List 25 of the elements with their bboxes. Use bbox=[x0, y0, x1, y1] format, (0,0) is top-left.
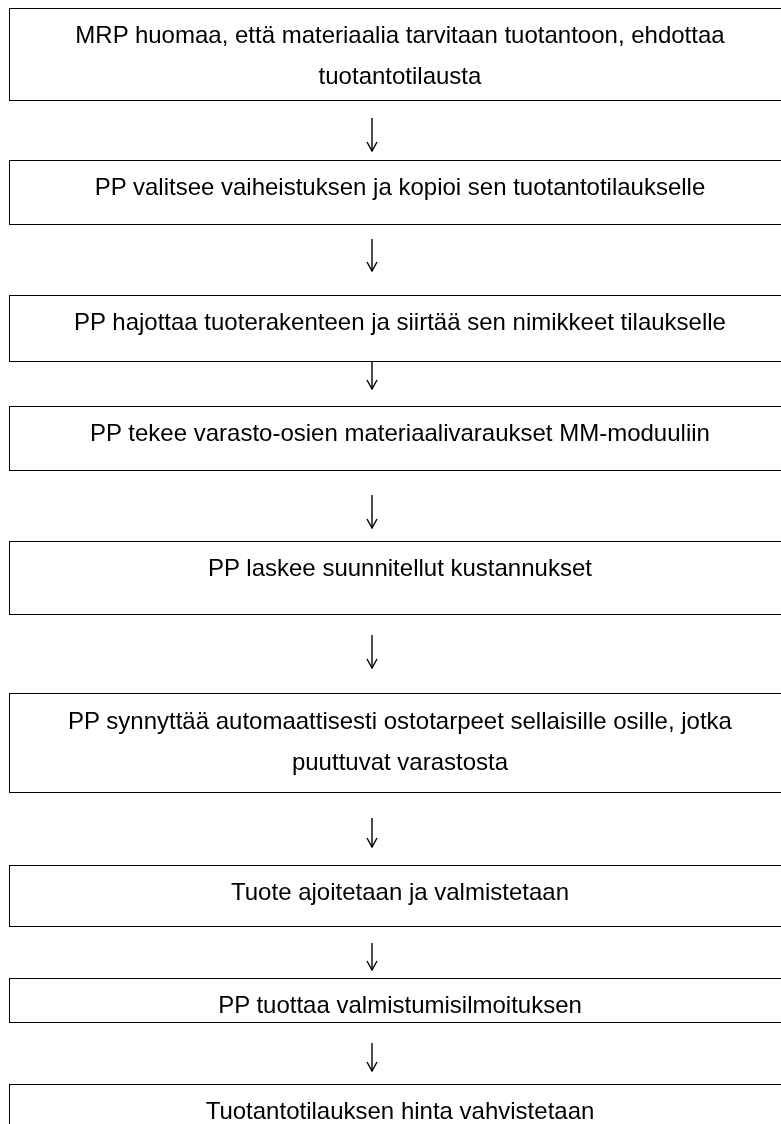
arrow bbox=[366, 942, 378, 971]
arrow bbox=[366, 361, 378, 390]
arrow bbox=[366, 634, 378, 669]
step-text: PP laskee suunnitellut kustannukset bbox=[207, 553, 593, 583]
arrow bbox=[366, 1042, 378, 1072]
step-text: PP synnyttää automaattisesti ostotarpeet sellaisille osille, jotka puuttuvat varastosta bbox=[67, 706, 733, 777]
step-text: PP valitsee vaiheistuksen ja kopioi sen tuotantotilaukselle bbox=[93, 172, 707, 202]
step-text: PP hajottaa tuoterakenteen ja siirtää sen nimikkeet tilaukselle bbox=[73, 307, 727, 337]
step-text: MRP huomaa, että materiaalia tarvitaan tuotantoon, ehdottaa tuotantotilausta bbox=[74, 20, 726, 91]
arrow bbox=[366, 117, 378, 152]
arrow bbox=[366, 238, 378, 272]
step-text: PP tekee varasto-osien materiaalivaraukset MM-moduuliin bbox=[89, 418, 711, 448]
process-box bbox=[9, 8, 781, 101]
step-text: Tuotantotilauksen hinta vahvistetaan bbox=[204, 1096, 596, 1124]
process-box bbox=[9, 541, 781, 615]
process-box bbox=[9, 406, 781, 471]
arrow bbox=[366, 494, 378, 529]
arrow bbox=[366, 817, 378, 848]
process-box bbox=[9, 865, 781, 927]
process-box bbox=[9, 978, 781, 1023]
process-box bbox=[9, 160, 781, 225]
process-box bbox=[9, 693, 781, 793]
step-text: PP tuottaa valmistumisilmoituksen bbox=[217, 990, 583, 1020]
step-text: Tuote ajoitetaan ja valmistetaan bbox=[230, 877, 570, 907]
process-box bbox=[9, 295, 781, 362]
